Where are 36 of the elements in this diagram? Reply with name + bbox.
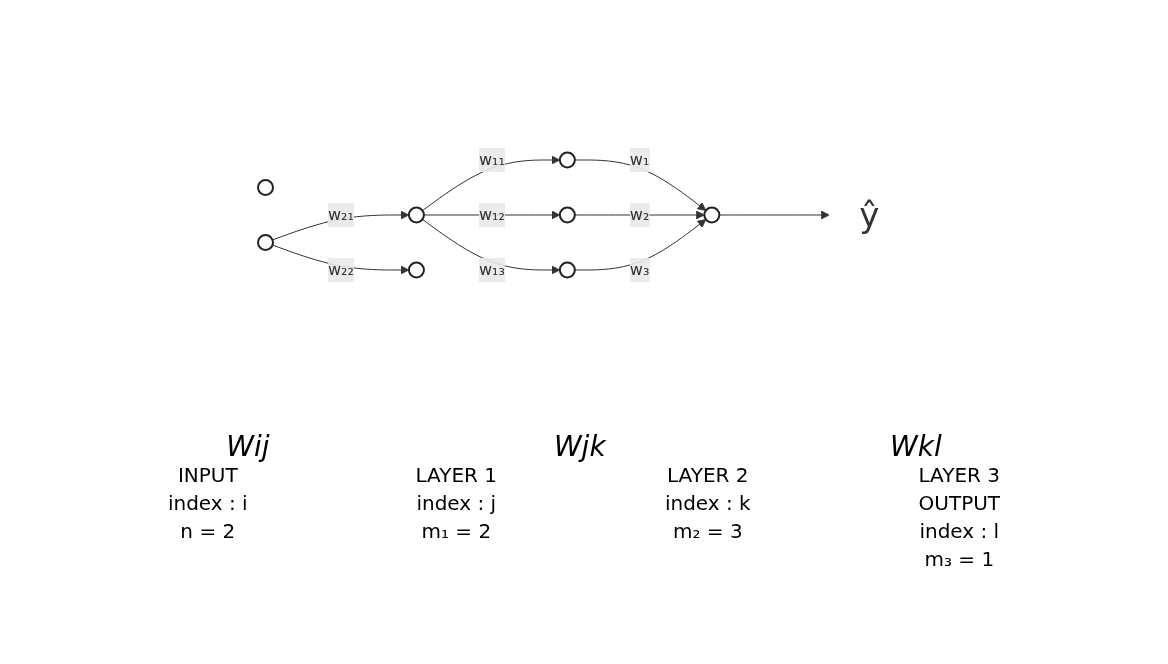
layer-name: INPUT — [177, 463, 238, 487]
layer-name: LAYER 1 — [415, 463, 498, 487]
edge-label: w₂₂ — [328, 260, 355, 279]
node-circle — [559, 206, 577, 224]
node-text: ŷ — [859, 194, 880, 235]
node-circle — [257, 179, 275, 196]
weight-matrix-label: Wkl — [890, 430, 942, 463]
layer-name: OUTPUT — [918, 491, 1001, 515]
edge-label: w₁₃ — [479, 260, 506, 279]
layer-size-label: m₃ = 1 — [924, 547, 995, 571]
arrow — [574, 219, 707, 271]
index-label: index : j — [416, 491, 497, 515]
weight-matrix-label: Wij — [226, 430, 270, 463]
arrow — [574, 159, 707, 211]
edge-label: w₁ — [630, 150, 650, 169]
weight-matrix-label: Wjk — [553, 430, 606, 463]
node-circle — [559, 151, 577, 169]
edge-label: w₁₂ — [479, 205, 506, 224]
node-circle — [703, 206, 721, 224]
layer-size-label: m₂ = 3 — [672, 519, 743, 543]
edge-label: w₃ — [630, 260, 650, 279]
layer-size-label: n = 2 — [180, 519, 236, 543]
node-circle — [257, 234, 275, 251]
node-circle — [408, 261, 426, 279]
index-label: index : i — [167, 491, 248, 515]
index-label: index : k — [664, 491, 751, 515]
arrow — [719, 210, 830, 220]
edge-label: w₂₁ — [328, 205, 355, 224]
layer-name: LAYER 3 — [918, 463, 1001, 487]
edge-label: w₁₁ — [479, 150, 506, 169]
node-circle — [559, 261, 577, 279]
layer-size-label: m₁ = 2 — [421, 519, 492, 543]
index-label: index : l — [919, 519, 1000, 543]
edge-label: w₂ — [630, 205, 650, 224]
node-circle — [408, 206, 426, 224]
layer-name: LAYER 2 — [667, 463, 749, 487]
